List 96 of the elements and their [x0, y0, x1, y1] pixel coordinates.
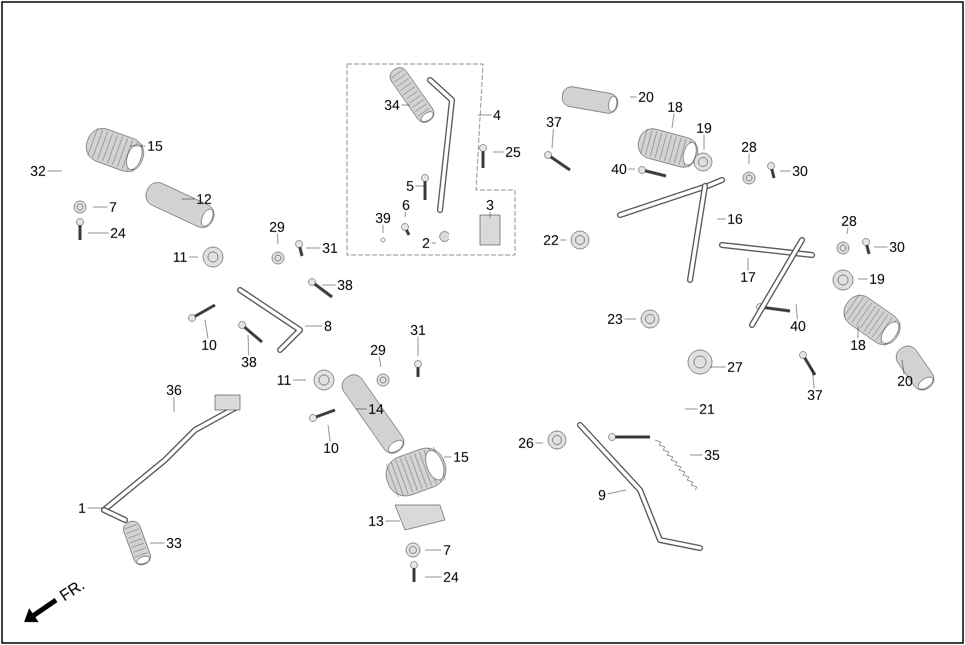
- callout-number: 7: [444, 545, 450, 555]
- leader-line: [672, 113, 674, 128]
- callout-number: 18: [668, 102, 682, 112]
- leader-line: [204, 320, 208, 339]
- leader-line: [748, 153, 750, 164]
- callout-number: 40: [790, 321, 806, 331]
- leader-line: [874, 246, 888, 248]
- leader-line: [248, 334, 249, 356]
- leader-line: [424, 576, 442, 578]
- callout-number: 37: [546, 117, 562, 127]
- leader-line: [846, 227, 848, 234]
- callout-number: 30: [792, 166, 808, 176]
- callout-number: 11: [174, 252, 187, 262]
- callout-number: 21: [700, 404, 714, 414]
- callout-number: 28: [742, 142, 756, 152]
- leader-line: [716, 218, 726, 220]
- callout-number: 15: [148, 141, 162, 151]
- callout-number: 12: [197, 194, 212, 204]
- callout-number: 3: [486, 200, 494, 210]
- callout-number: 15: [454, 452, 468, 462]
- callout-number: 32: [30, 166, 46, 176]
- leader-line: [628, 168, 636, 170]
- callout-number: 30: [890, 242, 904, 252]
- callout-number: 7: [110, 202, 116, 212]
- callout-number: 31: [410, 325, 426, 335]
- callout-number: 38: [338, 280, 352, 290]
- callout-number: 20: [638, 92, 654, 102]
- callout-number: 14: [369, 404, 384, 414]
- leader-line: [150, 542, 165, 544]
- callout-number: 10: [324, 443, 338, 453]
- leader-line: [322, 284, 336, 286]
- callout-number: 33: [166, 538, 182, 548]
- callout-number: 36: [166, 385, 182, 395]
- leader-line: [902, 360, 904, 375]
- leader-line: [382, 224, 384, 234]
- callout-number: 34: [384, 100, 400, 110]
- leader-line: [401, 104, 410, 106]
- callout-number: 10: [202, 340, 216, 350]
- callout-number: 23: [608, 314, 622, 324]
- leader-line: [780, 170, 791, 172]
- callout-number: 6: [402, 200, 410, 210]
- leader-line: [478, 114, 492, 116]
- leader-line: [607, 490, 626, 494]
- leader-line: [385, 520, 400, 522]
- leader-line: [188, 256, 198, 258]
- leader-line: [356, 408, 367, 410]
- callout-number: 31: [322, 243, 338, 253]
- callout-number: 13: [369, 516, 384, 526]
- callout-number: 40: [612, 164, 626, 174]
- callout-number: 37: [808, 390, 822, 400]
- leader-line: [796, 304, 798, 320]
- callout-number: 16: [728, 214, 742, 224]
- callout-number: 9: [598, 490, 606, 500]
- callout-number: 24: [110, 228, 126, 238]
- leader-line: [630, 96, 637, 98]
- leader-line: [404, 211, 406, 218]
- callout-number: 4: [493, 110, 500, 120]
- leader-line: [624, 318, 636, 320]
- leader-line: [328, 424, 330, 442]
- callout-number: 26: [518, 438, 534, 448]
- callout-number: 20: [898, 376, 912, 386]
- callout-number: 29: [370, 345, 386, 355]
- leader-line: [88, 232, 109, 234]
- leader-line: [431, 242, 436, 244]
- callout-number: 35: [704, 450, 720, 460]
- leader-line: [710, 366, 726, 368]
- direction-label: FR.: [59, 582, 85, 601]
- callout-number: 24: [444, 572, 458, 582]
- callout-number: 1: [79, 503, 86, 513]
- leader-line: [690, 454, 703, 456]
- leader-line: [684, 408, 698, 410]
- leader-line: [444, 456, 452, 458]
- leader-line: [535, 442, 544, 444]
- leader-line: [92, 206, 108, 208]
- callout-number: 8: [324, 321, 332, 331]
- callout-number: 5: [406, 181, 414, 191]
- callout-number: 25: [506, 147, 520, 157]
- leader-line: [47, 170, 62, 172]
- callout-number: 11: [278, 375, 291, 385]
- callout-number: 19: [870, 274, 884, 284]
- leader-line: [812, 368, 814, 389]
- callout-number: 29: [270, 222, 284, 232]
- leader-line: [858, 278, 868, 280]
- leader-line: [552, 128, 554, 148]
- leader-line: [277, 233, 278, 244]
- callout-number: 22: [544, 235, 558, 245]
- callout-number: 38: [242, 357, 256, 367]
- callout-number: 18: [851, 340, 866, 350]
- callout-number: 27: [728, 362, 742, 372]
- callout-number: 17: [741, 272, 756, 282]
- leader-line: [182, 198, 195, 200]
- callout-number: 28: [842, 216, 856, 226]
- callout-number: 2: [422, 238, 430, 248]
- leader-line: [378, 356, 382, 368]
- callout-number: 39: [376, 213, 390, 223]
- callout-number: 19: [697, 123, 712, 133]
